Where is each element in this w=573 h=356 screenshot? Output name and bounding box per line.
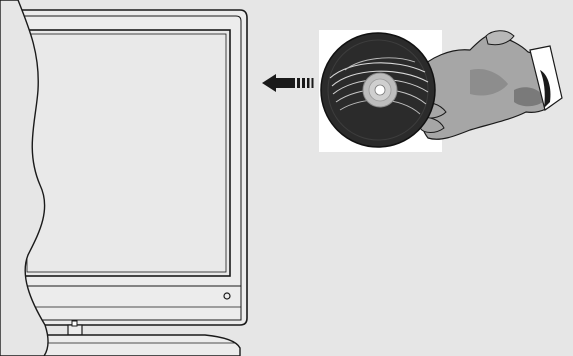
tv-set [0,0,248,356]
power-indicator-icon [223,292,231,300]
arrow-left-icon [262,74,314,92]
tv-cutaway-edge [0,0,49,356]
disc-icon [320,32,436,148]
disc-photo [319,30,563,152]
tv-bezel-inner [0,15,242,321]
tv-stand-button [71,320,78,327]
tv-screen [21,29,231,277]
tv-stand-base [39,334,241,356]
